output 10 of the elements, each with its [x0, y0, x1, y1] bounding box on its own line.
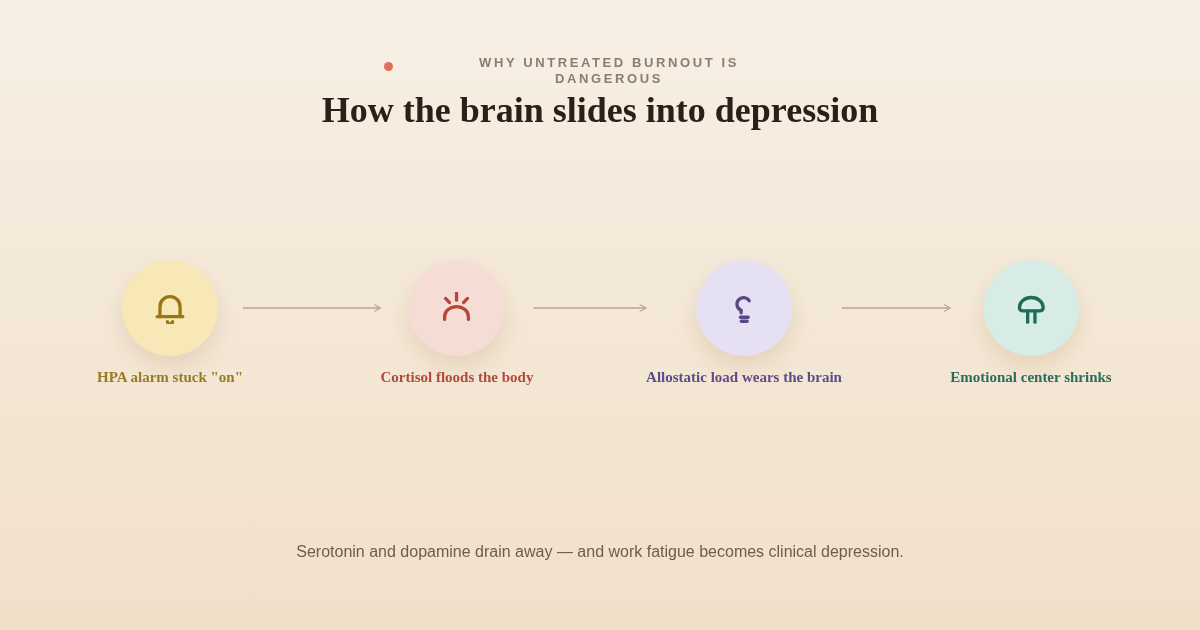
caption: Serotonin and dopamine drain away — and work fatigue becomes clinical depression. — [295, 542, 905, 562]
step-label: HPA alarm stuck "on" — [97, 368, 243, 386]
arrow — [242, 304, 382, 312]
arrow — [841, 304, 952, 312]
step-label: Cortisol floods the body — [380, 368, 534, 386]
eyebrow-heading: WHY UNTREATED BURNOUT IS DANGEROUS — [478, 55, 740, 87]
step-label: Allostatic load wears the brain — [646, 368, 842, 386]
arrow — [532, 304, 647, 312]
step-label: Emotional center shrinks — [950, 368, 1112, 386]
title: How the brain slides into depression — [320, 89, 880, 132]
